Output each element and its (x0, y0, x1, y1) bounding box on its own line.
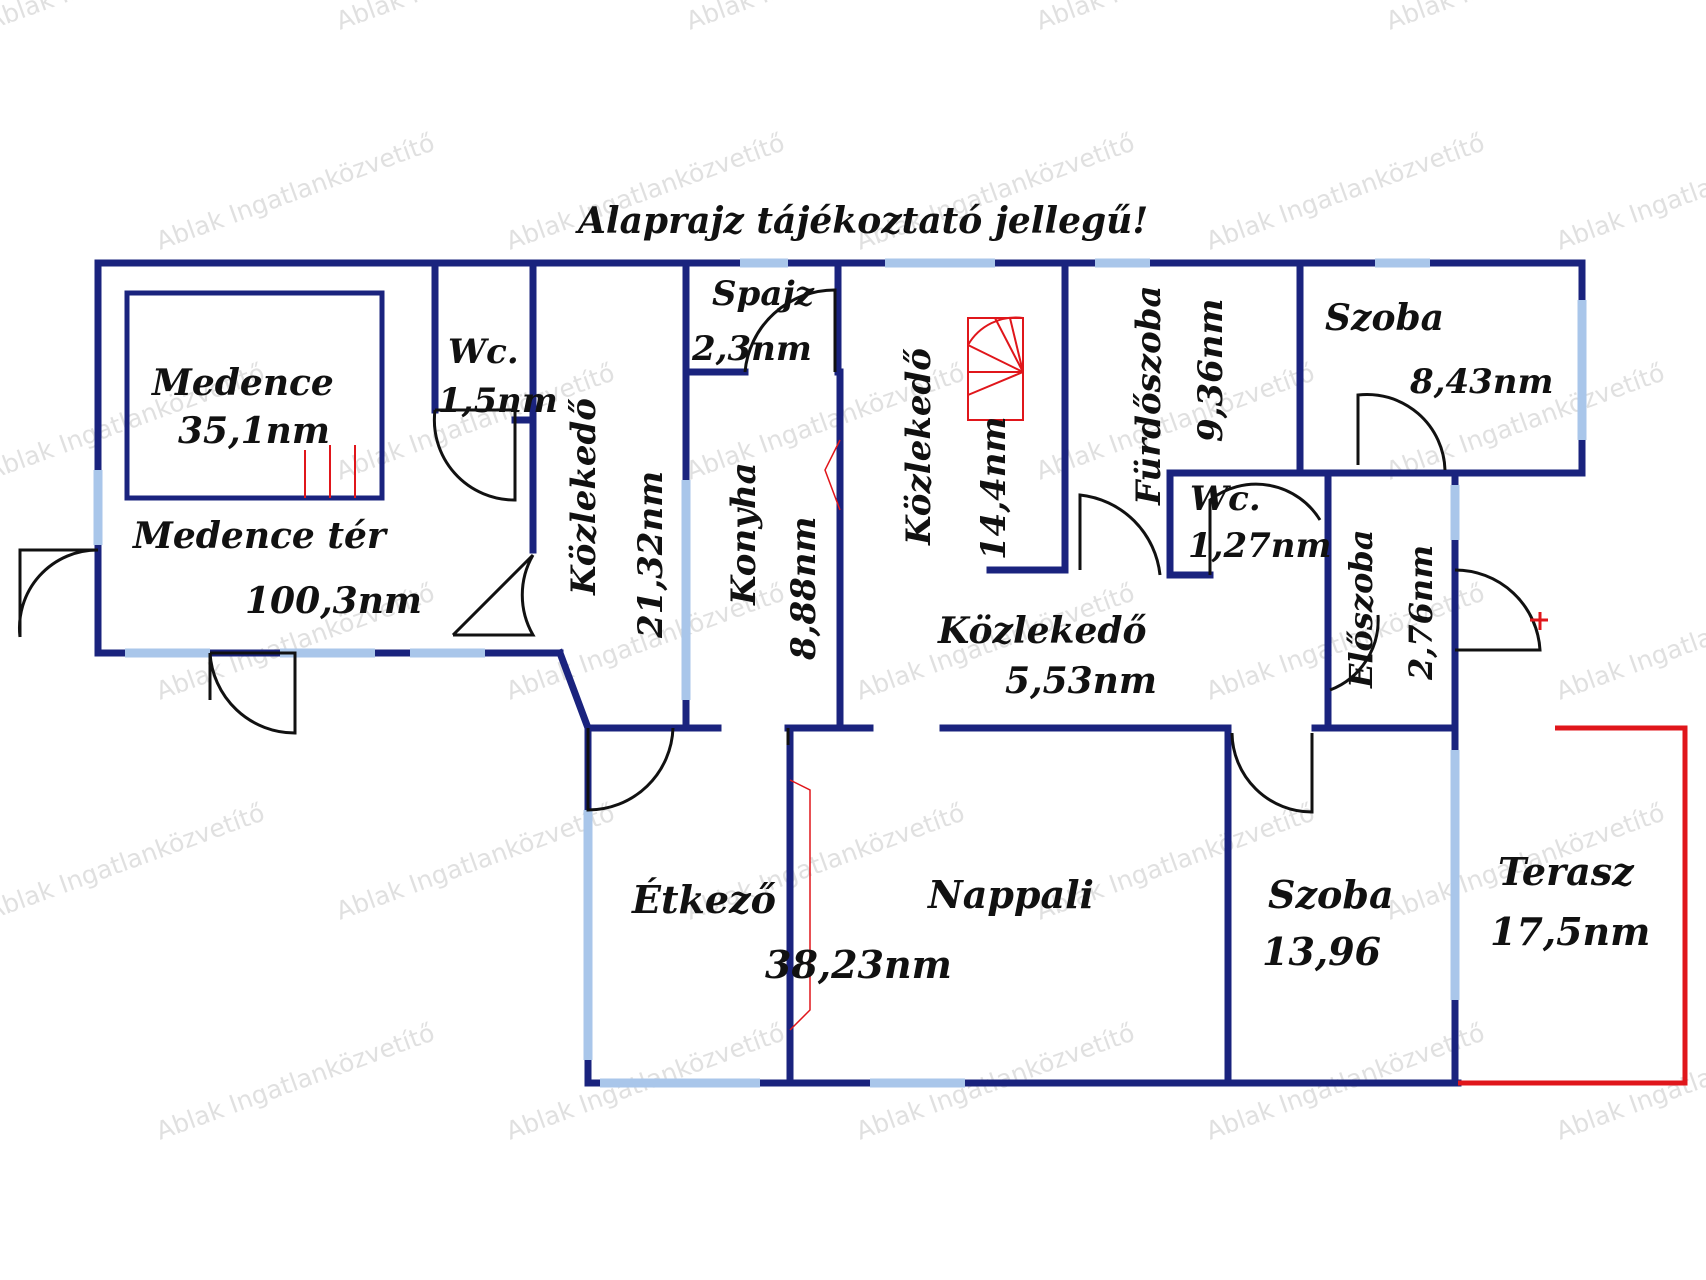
label-furdoszoba-name: Fürdőszoba (1129, 285, 1169, 506)
label-konyha-name: Konyha (724, 462, 764, 606)
label-szoba2-name: Szoba (1268, 872, 1394, 917)
label-kozlekedo3-name: Közlekedő (937, 610, 1147, 652)
label-kozlekedo1-area: 21,32nm (631, 471, 671, 639)
door-furdo (1078, 493, 1162, 576)
label-wc1-name: Wc. (448, 332, 519, 372)
room-labels: Medence 35,1nm Medence tér 100,3nm Wc. 1… (131, 274, 1650, 987)
label-spajz-name: Spajz (712, 274, 815, 314)
door-wc2 (1208, 482, 1322, 575)
wall-diagonal (555, 648, 593, 733)
label-terasz-name: Terasz (1498, 849, 1635, 894)
label-etkezo-name: Étkező (631, 877, 776, 922)
watermark-text: Ablak Ingatlanközvetítő (1552, 128, 1706, 256)
label-furdoszoba-area: 9,36nm (1191, 298, 1231, 442)
label-szoba1-area: 8,43nm (1409, 362, 1554, 402)
door-szoba1 (1356, 392, 1447, 471)
label-eloszoba-area: 2,76nm (1402, 545, 1440, 681)
label-nappali-name: Nappali (927, 872, 1094, 917)
label-kozlekedo2-area: 14,4nm (974, 416, 1014, 560)
label-eloszoba-name: Előszoba (1342, 529, 1380, 689)
watermark-text: Ablak Ingatlanközvetítő (1032, 0, 1318, 36)
label-spajz-area: 2,3nm (691, 329, 812, 369)
sliding-partitions (789, 439, 841, 1031)
windows (93, 258, 1587, 1088)
watermark-text: Ablak Ingatlanközvetítő (682, 0, 968, 36)
label-wc2-area: 1,27nm (1188, 526, 1332, 566)
watermark-text: Ablak Ingatlanközvetítő (332, 0, 618, 36)
label-szoba1-name: Szoba (1325, 297, 1444, 339)
door-dining (586, 727, 675, 812)
doors (17, 288, 1542, 814)
label-medence-ter-area: 100,3nm (245, 580, 422, 622)
label-medence-name: Medence (150, 362, 334, 404)
watermark-text: Ablak Ingatlanközvetítő (1202, 128, 1488, 256)
watermark-text: Ablak Ingatlanközvetítő (1032, 358, 1318, 486)
label-wc1-area: 1,5nm (438, 381, 558, 421)
watermark-text: Ablak Ingatlanközvetítő (0, 798, 268, 926)
label-medence-ter-name: Medence tér (131, 515, 389, 557)
sliding-wall-etkezo (789, 779, 811, 1031)
pool-basin (124, 290, 385, 501)
door-entry (1454, 568, 1542, 652)
entry-marker-icon (1530, 612, 1548, 630)
watermark-text: Ablak Ingatlanközvetítő (1382, 0, 1668, 36)
door-wc1 (432, 408, 517, 502)
label-konyha-area: 8,88nm (784, 516, 824, 661)
label-wc2-name: Wc. (1190, 479, 1261, 519)
sliding-wall-konyha (824, 439, 841, 511)
door-pool-left (17, 548, 99, 638)
label-kozlekedo3-area: 5,53nm (1005, 660, 1157, 702)
plan-title: Alaprajz tájékoztató jellegű! (575, 200, 1148, 242)
label-terasz-area: 17,5nm (1490, 909, 1650, 954)
door-eloszoba (1329, 614, 1380, 692)
label-medence-area: 35,1nm (178, 410, 330, 452)
door-pool-bottom (208, 651, 297, 735)
door-spajz (743, 288, 837, 373)
watermark-text: Ablak Ingatlanközvetítő (0, 0, 268, 36)
pool-ladder (304, 445, 356, 498)
label-szoba2-area: 13,96 (1262, 929, 1381, 974)
label-kozlekedo1-name: Közlekedő (564, 398, 604, 596)
label-kozlekedo2-name: Közlekedő (899, 348, 939, 546)
watermark-text: Ablak Ingatlanközvetítő (1552, 578, 1706, 706)
door-szoba2 (1230, 732, 1314, 814)
watermark-text: Ablak Ingatlanközvetítő (332, 798, 618, 926)
door-kozl1 (451, 553, 536, 637)
watermark-text: Ablak Ingatlanközvetítő (152, 1018, 438, 1146)
terrace-outline (1458, 725, 1688, 1086)
spiral-stair-icon (967, 316, 1024, 421)
watermark-text: Ablak Ingatlanközvetítő (152, 128, 438, 256)
label-nappali-area: 38,23nm (765, 942, 952, 987)
